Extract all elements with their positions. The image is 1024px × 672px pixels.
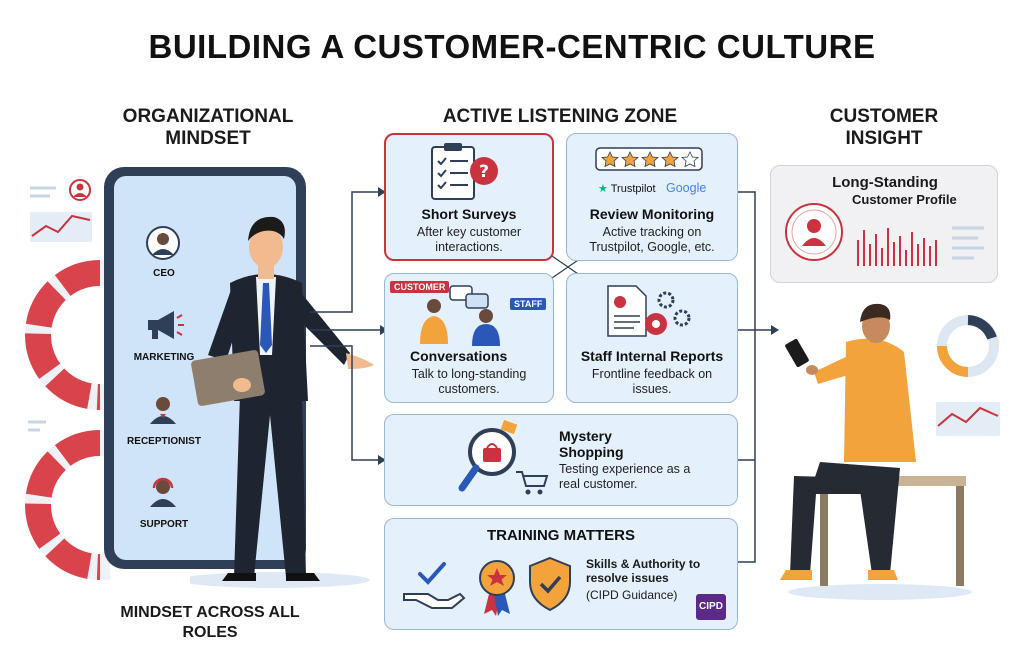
gear-icon xyxy=(645,291,691,335)
clipboard-icon xyxy=(431,143,475,200)
survey-illustration: ? xyxy=(431,143,498,200)
card-mystery-shopping-desc: Testing experience as a real customer. xyxy=(559,462,691,491)
bar-chart-icon xyxy=(857,228,937,266)
customer-tag: CUSTOMER xyxy=(390,281,450,293)
connector-arrows-right xyxy=(737,191,779,563)
line-chart-icon xyxy=(30,186,92,242)
left-decoration xyxy=(25,179,110,580)
connector-arrows-left xyxy=(310,187,388,465)
card-review-monitoring-desc: Active tracking on Trustpilot, Google, e… xyxy=(589,225,715,254)
cipd-badge: CIPD xyxy=(696,594,726,620)
customer-illustration xyxy=(780,303,972,600)
person-icon xyxy=(785,203,843,261)
shield-check-icon xyxy=(529,556,571,612)
role-receptionist: RECEPTIONIST xyxy=(127,436,201,447)
customer-person-icon xyxy=(420,299,448,344)
card-staff-reports-title: Staff Internal Reports xyxy=(580,348,724,364)
headset-icon xyxy=(146,474,180,513)
svg-text:?: ? xyxy=(479,162,489,182)
staff-tag: STAFF xyxy=(510,298,547,310)
donut-chart-icon xyxy=(25,430,110,580)
handshake-check-icon xyxy=(403,562,466,609)
card-short-surveys-desc: After key customer interactions. xyxy=(416,225,522,254)
receptionist-avatar xyxy=(146,392,180,431)
profile-line1: Long-Standing xyxy=(832,174,938,191)
trustpilot-label: Trustpilot xyxy=(610,183,656,195)
donut-chart-icon xyxy=(25,260,110,410)
award-ribbon-icon xyxy=(479,560,515,616)
right-decoration xyxy=(936,315,1000,436)
heading-customer-insight: CUSTOMER INSIGHT xyxy=(829,106,939,149)
heading-organizational-mindset: ORGANIZATIONAL MINDSET xyxy=(122,106,294,149)
card-training-skills: Skills & Authority to resolve issues xyxy=(586,557,701,585)
staff-person-icon xyxy=(472,309,500,346)
page-title: BUILDING A CUSTOMER-CENTRIC CULTURE xyxy=(148,28,876,65)
card-mystery-shopping-title: Mystery Shopping xyxy=(559,428,624,460)
tag-icon xyxy=(500,420,518,435)
star-icon xyxy=(601,151,679,168)
question-icon: ? xyxy=(470,157,498,185)
card-conversations-title: Conversations xyxy=(410,348,508,364)
card-conversations-desc: Talk to long-standing customers. xyxy=(411,367,527,396)
mystery-shopping-illustration xyxy=(458,420,549,495)
profile-line2: Customer Profile xyxy=(852,192,957,207)
card-review-monitoring-title: Review Monitoring xyxy=(589,206,715,222)
person-icon xyxy=(69,179,91,201)
left-footer-text: MINDSET ACROSS ALL ROLES xyxy=(120,604,300,641)
review-stars-bubble xyxy=(595,147,703,171)
profile-graphics xyxy=(785,203,984,266)
cart-icon xyxy=(516,471,549,495)
reports-illustration xyxy=(607,285,691,337)
card-training-title: TRAINING MATTERS xyxy=(486,527,636,544)
role-support: SUPPORT xyxy=(139,519,189,530)
line-chart-icon xyxy=(936,402,1000,436)
shopping-bag-icon xyxy=(483,443,501,462)
phone-icon xyxy=(785,338,809,368)
person-icon xyxy=(150,397,176,424)
chat-icon xyxy=(449,285,489,309)
google-logo: Google xyxy=(666,181,707,195)
role-marketing: MARKETING xyxy=(133,352,195,363)
person-icon xyxy=(146,226,180,260)
businessman-illustration xyxy=(190,216,374,588)
card-mystery-shopping xyxy=(384,414,738,506)
role-ceo: CEO xyxy=(153,268,175,279)
training-icons xyxy=(403,556,571,616)
card-training-guidance: (CIPD Guidance) xyxy=(586,588,678,602)
card-review-monitoring xyxy=(566,133,738,261)
card-short-surveys-title: Short Surveys xyxy=(421,206,517,222)
document-icon xyxy=(607,285,647,337)
heading-active-listening-zone: ACTIVE LISTENING ZONE xyxy=(442,106,678,127)
conversation-illustration xyxy=(420,285,500,346)
card-staff-internal-reports xyxy=(566,273,738,403)
donut-chart-icon xyxy=(937,315,999,377)
card-staff-reports-desc: Frontline feedback on issues. xyxy=(591,367,713,396)
trustpilot-logo: ★ Trustpilot xyxy=(598,183,656,195)
megaphone-icon xyxy=(144,308,184,347)
ceo-avatar xyxy=(146,226,180,265)
